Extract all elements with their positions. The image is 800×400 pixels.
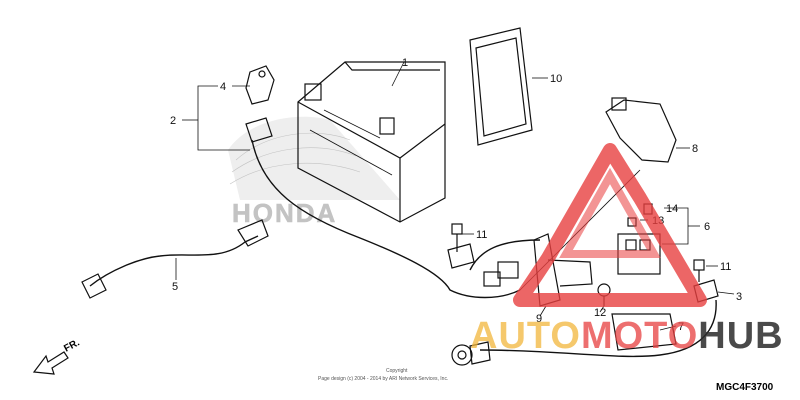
watermark: AUTOMOTOHUB xyxy=(470,143,784,357)
callout-4: 4 xyxy=(220,81,226,93)
negative-cable xyxy=(81,219,269,299)
callout-12: 12 xyxy=(594,307,606,319)
callout-11-left: 11 xyxy=(476,229,487,241)
callout-7: 7 xyxy=(678,321,684,333)
watermark-text-auto: AUTO xyxy=(470,315,581,357)
copyright-line-2: Page design (c) 2004 - 2014 by ARI Netwo… xyxy=(318,376,448,382)
sub-harness xyxy=(469,239,541,287)
callout-3: 3 xyxy=(736,291,742,303)
callout-2: 2 xyxy=(170,115,176,127)
callout-5: 5 xyxy=(172,281,178,293)
relay-cover xyxy=(611,313,677,351)
honda-logo-text: HONDA xyxy=(232,198,337,228)
callout-6: 6 xyxy=(704,221,710,233)
callout-9: 9 xyxy=(536,313,542,325)
honda-wing-logo: HONDA xyxy=(228,116,400,228)
positive-cable xyxy=(245,117,521,299)
callout-14: 14 xyxy=(666,203,678,215)
watermark-text: AUTOMOTOHUB xyxy=(470,315,784,357)
battery xyxy=(297,61,446,223)
direction-label: FR. xyxy=(62,337,82,354)
battery-band xyxy=(469,27,533,146)
callout-10: 10 xyxy=(550,73,562,85)
bolt-right xyxy=(693,259,705,282)
terminal-cover xyxy=(245,65,275,105)
callout-1: 1 xyxy=(402,57,408,69)
part-code: MGC4F3700 xyxy=(716,382,774,393)
copyright-line-1: Copyright xyxy=(386,368,408,374)
watermark-text-hub: HUB xyxy=(698,315,783,357)
copyright: Copyright Page design (c) 2004 - 2014 by… xyxy=(318,368,448,382)
front-direction-arrow: FR. xyxy=(32,337,82,375)
watermark-text-moto: MOTO xyxy=(581,315,698,357)
callout-8: 8 xyxy=(692,143,698,155)
regulator-rubber xyxy=(605,97,677,163)
bolt-left xyxy=(447,223,475,269)
arrow-icon xyxy=(32,351,69,375)
callout-11-right: 11 xyxy=(720,261,731,273)
watermark-triangle xyxy=(513,143,707,307)
